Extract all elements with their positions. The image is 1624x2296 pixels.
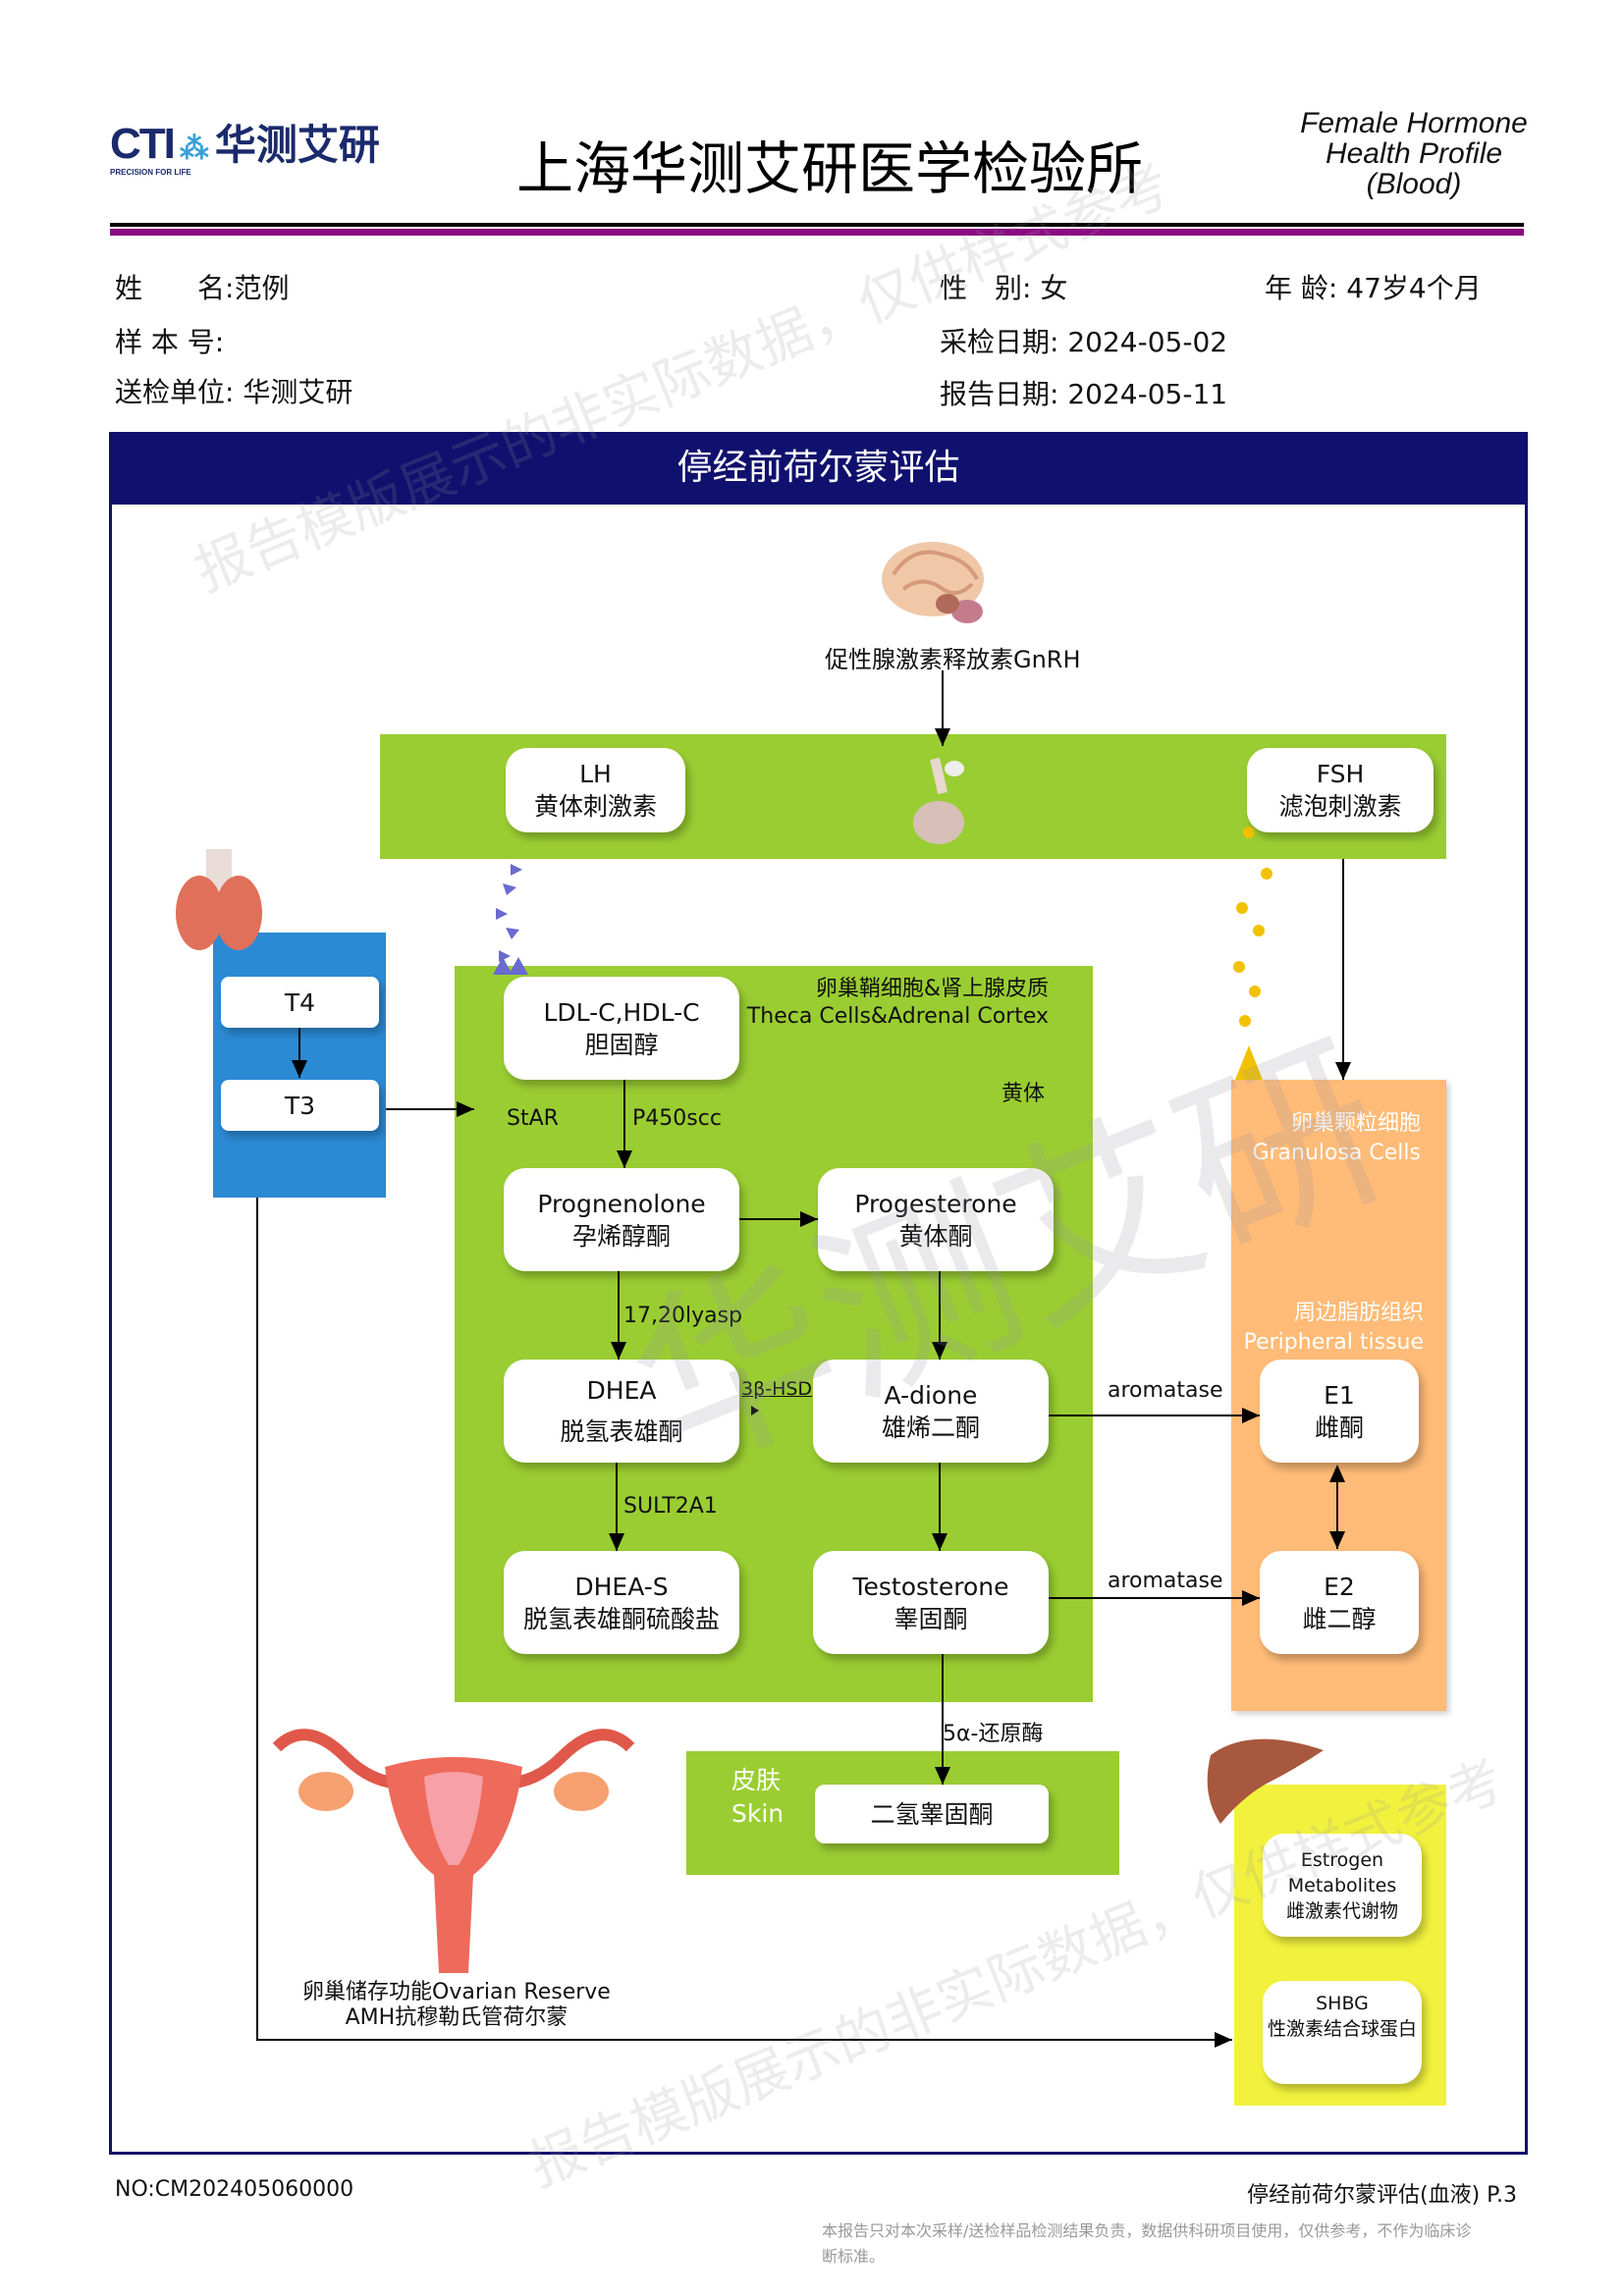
- liver-icon: [1207, 1738, 1324, 1824]
- collect-date-field: 采检日期: 2024-05-02: [940, 326, 1228, 358]
- sult-label: SULT2A1: [623, 1494, 718, 1519]
- divider-black: [110, 223, 1524, 227]
- t3-box: T3: [221, 1080, 379, 1131]
- profile-line: (Blood): [1366, 168, 1462, 200]
- p450scc-label: P450scc: [632, 1106, 722, 1131]
- uterus-icon: [272, 1729, 635, 1973]
- page-label: 停经前荷尔蒙评估(血液) P.3: [1247, 2183, 1517, 2208]
- divider-purple: [110, 229, 1524, 236]
- hsd-label: 3β-HSD: [741, 1378, 813, 1400]
- lab-title: 上海华测艾研医学检验所: [515, 135, 1143, 202]
- thyroid-icon: [176, 849, 262, 950]
- section-banner: 停经前荷尔蒙评估: [109, 432, 1528, 505]
- corpus-luteum-label: 黄体: [1001, 1082, 1046, 1106]
- logo: CTI ⁂ 华测艾研 PRECISION FOR LIFE: [110, 120, 380, 178]
- diagram-frame: [109, 504, 1528, 2155]
- pituitary-icon: [913, 757, 964, 844]
- reductase-label: 5α-还原酶: [943, 1722, 1044, 1746]
- star-label: StAR: [507, 1106, 559, 1131]
- aromatase-label-2: aromatase: [1108, 1569, 1223, 1593]
- brain-icon: [882, 542, 984, 623]
- report-number: NO:CM202405060000: [115, 2177, 354, 2202]
- lyase-label: 17,20lyasp: [623, 1304, 743, 1328]
- aromatase-label-1: aromatase: [1108, 1378, 1223, 1403]
- logo-cn: 华测艾研: [214, 121, 380, 169]
- unit-field: 送检单位: 华测艾研: [115, 376, 353, 408]
- age-field: 年 龄: 47岁4个月: [1265, 272, 1482, 304]
- profile-title: Female Hormone Health Profile (Blood): [1296, 108, 1532, 199]
- profile-line: Health Profile: [1325, 137, 1503, 170]
- disclaimer: 本报告只对本次采样/送检样品检测结果负责，数据供科研项目使用，仅供参考，不作为临…: [822, 2221, 1472, 2266]
- t4-box: T4: [221, 977, 379, 1028]
- name-field: 姓 名:范例: [115, 272, 290, 304]
- logo-dots-icon: ⁂: [179, 133, 209, 165]
- logo-tagline: PRECISION FOR LIFE: [110, 168, 191, 177]
- logo-brand: CTI: [110, 120, 176, 168]
- gender-field: 性 别: 女: [940, 272, 1068, 304]
- gnrh-label: 促性腺激素释放素GnRH: [825, 646, 1081, 673]
- dht-box: 二氢睾固酮: [815, 1785, 1049, 1843]
- sample-field: 样 本 号:: [115, 326, 225, 358]
- report-date-field: 报告日期: 2024-05-11: [940, 378, 1228, 410]
- profile-line: Female Hormone: [1300, 107, 1528, 139]
